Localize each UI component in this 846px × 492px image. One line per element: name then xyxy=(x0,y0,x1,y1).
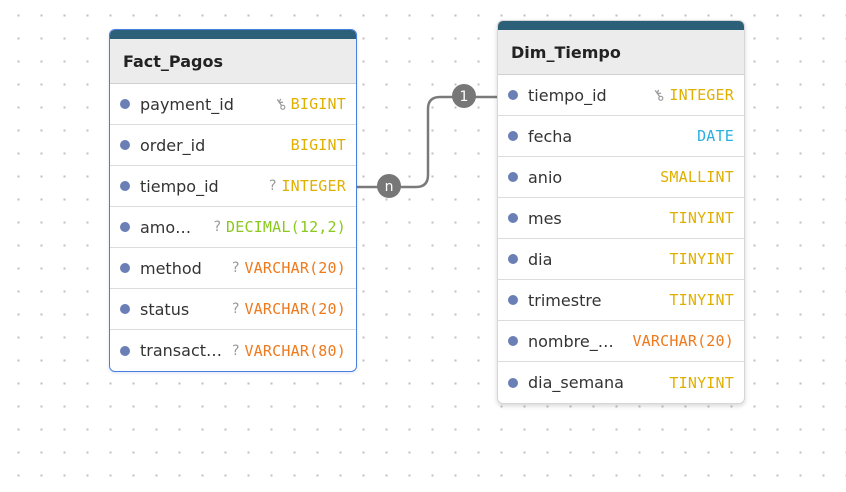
column-list: payment_id ⚷BIGINT order_id BIGINT tiempo_id… xyxy=(110,84,356,371)
column-meta: DATE xyxy=(697,127,734,145)
table-header-bar xyxy=(110,30,356,39)
column-type: VARCHAR(20) xyxy=(244,300,346,318)
column-name: method xyxy=(140,258,202,278)
table-header-bar xyxy=(498,21,744,30)
column-meta: ?INTEGER xyxy=(269,177,346,195)
column-row[interactable]: tiempo_id?INTEGER xyxy=(110,166,356,207)
nullable-marker: ? xyxy=(232,260,240,276)
column-name: dia xyxy=(528,249,553,269)
column-meta: VARCHAR(20) xyxy=(632,332,734,350)
column-row[interactable]: tiempo_id ⚷INTEGER xyxy=(498,75,744,116)
column-meta: ⚷BIGINT xyxy=(270,93,346,114)
column-meta: TINYINT xyxy=(669,250,734,268)
column-dot-icon xyxy=(120,140,130,150)
column-type: SMALLINT xyxy=(660,168,734,186)
table-title[interactable]: Dim_Tiempo xyxy=(498,30,744,75)
column-dot-icon xyxy=(120,345,130,356)
nullable-marker: ? xyxy=(213,219,221,235)
column-dot-icon xyxy=(120,181,130,191)
column-dot-icon xyxy=(120,304,130,314)
column-dot-icon xyxy=(508,172,518,182)
column-type: TINYINT xyxy=(669,373,734,392)
column-meta: ⚷INTEGER xyxy=(649,84,734,105)
column-name: trimestre xyxy=(528,290,602,310)
column-name: order_id xyxy=(140,135,206,155)
nullable-marker: ? xyxy=(232,342,240,359)
column-meta: TINYINT xyxy=(669,209,734,227)
column-name: transact… xyxy=(140,341,223,360)
column-dot-icon xyxy=(508,377,518,388)
cardinality-many-badge: n xyxy=(377,174,401,198)
column-type: BIGINT xyxy=(290,95,346,113)
column-type: DATE xyxy=(697,127,734,145)
column-type: DECIMAL(12,2) xyxy=(226,218,346,236)
column-dot-icon xyxy=(120,99,130,109)
table-fact-pagos[interactable]: Fact_Pagos payment_id ⚷BIGINT order_id BIGI… xyxy=(109,29,357,372)
relationship-line[interactable] xyxy=(356,95,497,189)
nullable-marker: ? xyxy=(232,301,240,317)
column-row[interactable]: payment_id ⚷BIGINT xyxy=(110,84,356,125)
column-dot-icon xyxy=(120,222,130,232)
column-dot-icon xyxy=(508,295,518,305)
column-name: payment_id xyxy=(140,94,234,114)
column-type: BIGINT xyxy=(290,136,346,154)
column-type: INTEGER xyxy=(281,177,346,195)
column-meta: ?VARCHAR(20) xyxy=(232,259,346,277)
column-type: TINYINT xyxy=(669,250,734,268)
column-meta: TINYINT xyxy=(669,291,734,309)
column-name: mes xyxy=(528,208,562,228)
cardinality-one-label: 1 xyxy=(460,89,469,105)
column-dot-icon xyxy=(508,90,518,100)
column-type: VARCHAR(20) xyxy=(244,259,346,277)
column-type: TINYINT xyxy=(669,209,734,227)
column-name: fecha xyxy=(528,126,573,146)
column-row[interactable]: dia_semana TINYINT xyxy=(498,362,744,403)
column-meta: BIGINT xyxy=(291,136,346,154)
column-name: anio xyxy=(528,167,563,187)
column-row[interactable]: amo…? DECIMAL(12,2) xyxy=(110,207,356,248)
column-meta: ? DECIMAL(12,2) xyxy=(214,218,346,236)
column-list: tiempo_id ⚷INTEGER fecha DATE anio SMALLINT me… xyxy=(498,75,744,403)
column-meta: ?VARCHAR(80) xyxy=(232,342,346,360)
column-row[interactable]: trimestre TINYINT xyxy=(498,280,744,321)
column-row[interactable]: mes TINYINT xyxy=(498,198,744,239)
column-name: tiempo_id xyxy=(140,176,219,196)
column-dot-icon xyxy=(508,336,518,346)
column-name: dia_semana xyxy=(528,373,624,392)
column-row[interactable]: anio SMALLINT xyxy=(498,157,744,198)
column-meta: ?VARCHAR(20) xyxy=(232,300,346,318)
cardinality-one-badge: 1 xyxy=(452,84,476,108)
column-row[interactable]: nombre_… VARCHAR(20) xyxy=(498,321,744,362)
column-meta: TINYINT xyxy=(669,374,734,392)
column-row[interactable]: dia TINYINT xyxy=(498,239,744,280)
column-dot-icon xyxy=(508,254,518,264)
column-name: tiempo_id xyxy=(528,85,607,105)
column-row[interactable]: fecha DATE xyxy=(498,116,744,157)
column-name: amo… xyxy=(140,217,192,237)
column-dot-icon xyxy=(508,131,518,141)
column-row[interactable]: transact…?VARCHAR(80) xyxy=(110,330,356,371)
nullable-marker: ? xyxy=(268,178,277,194)
column-dot-icon xyxy=(120,263,130,273)
column-row[interactable]: method?VARCHAR(20) xyxy=(110,248,356,289)
cardinality-many-label: n xyxy=(385,179,394,195)
column-type: VARCHAR(20) xyxy=(632,332,734,350)
column-dot-icon xyxy=(508,213,518,223)
column-type: TINYINT xyxy=(669,291,734,309)
table-dim-tiempo[interactable]: Dim_Tiempo tiempo_id ⚷INTEGER fecha DATE ani… xyxy=(497,20,745,404)
column-type: VARCHAR(80) xyxy=(244,341,346,360)
column-row[interactable]: status?VARCHAR(20) xyxy=(110,289,356,330)
column-meta: SMALLINT xyxy=(660,168,734,186)
column-name: status xyxy=(140,299,190,319)
column-type: INTEGER xyxy=(669,86,734,104)
column-name: nombre_… xyxy=(528,331,614,351)
table-title[interactable]: Fact_Pagos xyxy=(110,39,356,84)
column-row[interactable]: order_id BIGINT xyxy=(110,125,356,166)
